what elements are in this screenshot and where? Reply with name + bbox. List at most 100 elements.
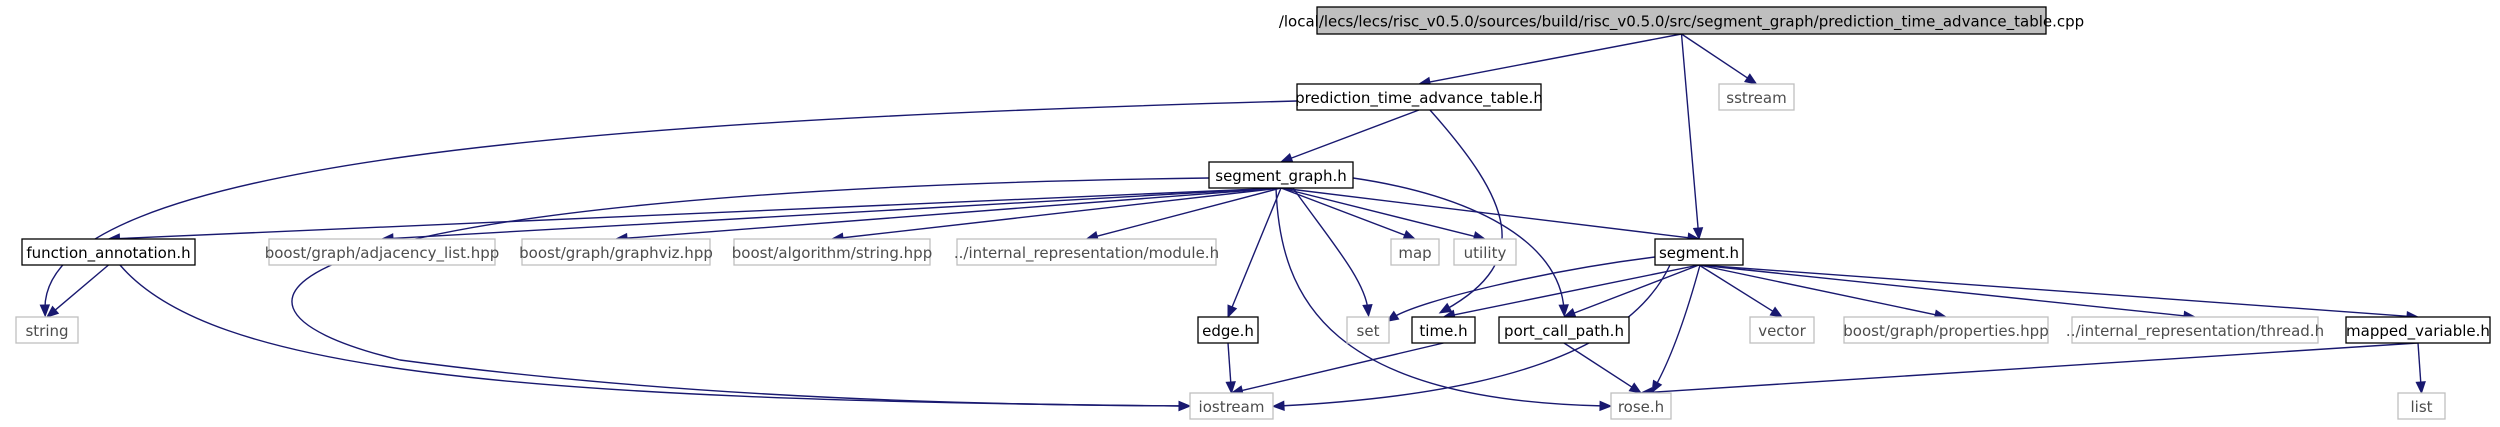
edge-arrowhead (1227, 304, 1238, 319)
edge-ptat_h-to-string (39, 100, 1298, 318)
node-adjacency-list: boost/graph/adjacency_list.hpp (265, 238, 499, 266)
edge-line (1280, 187, 1690, 239)
node-box (1296, 83, 1542, 111)
edge-arrowhead (1692, 227, 1704, 241)
node-box (1498, 316, 1630, 344)
node-label: iostream (1199, 398, 1265, 416)
node-rose-h: rose.h (1610, 392, 1672, 420)
edge-line (1428, 33, 1682, 83)
node-root: /local/lecs/lecs/risc_v0.5.0/sources/bui… (1279, 6, 2084, 35)
node-box (1718, 83, 1795, 111)
edges (39, 33, 2426, 412)
node-segment-graph-h[interactable]: segment_graph.h (1208, 161, 1354, 189)
node-function-annotation-h[interactable]: function_annotation.h (21, 238, 196, 266)
edge-function_annotation_h-to-string (45, 264, 109, 318)
edge-root-to-sstream (1681, 33, 1758, 85)
node-box (1843, 316, 2049, 344)
edge-mapped_variable_h-to-list (2415, 342, 2426, 395)
edge-time_h-to-iostream (1230, 342, 1444, 396)
edge-segment_h-to-rose_h (1651, 264, 1701, 394)
node-label: utility (1464, 244, 1507, 262)
edge-arrowhead (1225, 381, 1236, 395)
node-port-call-path-h[interactable]: port_call_path.h (1498, 316, 1630, 344)
edge-line (1654, 264, 1701, 388)
node-sstream: sstream (1718, 83, 1795, 111)
edge-arrowhead (1628, 382, 1643, 394)
node-box (1346, 316, 1390, 344)
edge-line (1227, 342, 1232, 384)
edge-arrowhead (1651, 379, 1663, 394)
edge-edge_h-to-iostream (1225, 342, 1236, 395)
node-string: string (15, 316, 79, 344)
node-label: boost/algorithm/string.hpp (732, 244, 932, 262)
edge-segment_graph_h-to-edge_h (1227, 187, 1282, 319)
edge-line (1275, 187, 1606, 407)
edge-line (1292, 187, 1369, 311)
edge-arrowhead (1271, 400, 1285, 411)
node-mapped-variable-h[interactable]: mapped_variable.h (2345, 316, 2491, 344)
node-box (1390, 238, 1440, 266)
edge-line (1095, 187, 1282, 238)
node-label: segment_graph.h (1215, 167, 1346, 186)
node-time-h[interactable]: time.h (1411, 316, 1476, 344)
edge-line (1231, 187, 1282, 309)
edge-segment_graph_h-to-rose_h (1275, 187, 1613, 412)
node-label: vector (1758, 322, 1806, 340)
edge-line (1681, 33, 1749, 80)
node-box (1654, 238, 1744, 266)
node-box (1749, 316, 1815, 344)
node-label: /local/lecs/lecs/risc_v0.5.0/sources/bui… (1279, 13, 2084, 32)
edge-line (1391, 256, 1656, 319)
node-label: rose.h (1618, 398, 1664, 416)
edge-line (118, 187, 1282, 240)
edge-line (1290, 109, 1420, 160)
edge-arrowhead (1599, 400, 1613, 412)
node-label: string (25, 322, 68, 340)
edge-line (2417, 342, 2422, 384)
node-box (268, 238, 496, 266)
edge-line (44, 100, 1298, 311)
edge-arrowhead (1279, 153, 1294, 163)
node-vector: vector (1749, 316, 1815, 344)
node-label: port_call_path.h (1504, 322, 1624, 341)
node-box (2345, 316, 2491, 344)
edge-arrowhead (39, 304, 51, 318)
node-module-h: ../internal_representation/module.h (954, 238, 1219, 266)
edge-line (1563, 342, 1633, 389)
edge-segment_h-to-vector (1698, 264, 1784, 318)
edge-root-to-ptat_h (1417, 33, 1682, 88)
edge-line (1573, 264, 1700, 315)
node-label: list (2410, 398, 2432, 416)
edge-line (1698, 264, 1937, 316)
edge-line (1280, 187, 1406, 237)
edge-line (119, 264, 1185, 407)
edge-port_call_path_h-to-rose_h (1563, 342, 1643, 394)
edge-segment_h-to-port_call_path_h (1562, 264, 1700, 318)
node-box (2071, 316, 2319, 344)
node-iostream: iostream (1189, 392, 1274, 420)
node-box (21, 238, 196, 266)
edge-arrowhead (1385, 310, 1400, 322)
node-label: ../internal_representation/thread.h (2066, 322, 2324, 341)
node-box (1453, 238, 1517, 266)
edge-segment_h-to-properties (1698, 264, 1948, 320)
node-ptat-h[interactable]: prediction_time_advance_table.h (1295, 83, 1543, 111)
node-label: sstream (1726, 89, 1786, 107)
edge-ptat_h-to-segment_graph_h (1279, 109, 1420, 163)
node-algo-string: boost/algorithm/string.hpp (732, 238, 932, 266)
edge-arrowhead (1402, 230, 1417, 240)
edge-line (1650, 342, 2419, 394)
edge-segment_graph_h-to-graphviz (614, 187, 1282, 244)
edge-arrowhead (1744, 73, 1758, 85)
node-box (1411, 316, 1476, 344)
edge-segment_graph_h-to-algo_string (830, 187, 1282, 243)
node-edge-h[interactable]: edge.h (1197, 316, 1259, 344)
edge-arrowhead (1438, 302, 1453, 314)
node-graphviz: boost/graph/graphviz.hpp (519, 238, 713, 266)
node-label: segment.h (1659, 244, 1739, 262)
edge-segment_graph_h-to-port_call_path_h (1352, 177, 1569, 318)
node-label: prediction_time_advance_table.h (1295, 89, 1543, 108)
node-segment-h[interactable]: segment.h (1654, 238, 1744, 266)
edge-segment_graph_h-to-adjacency_list (380, 187, 1282, 244)
